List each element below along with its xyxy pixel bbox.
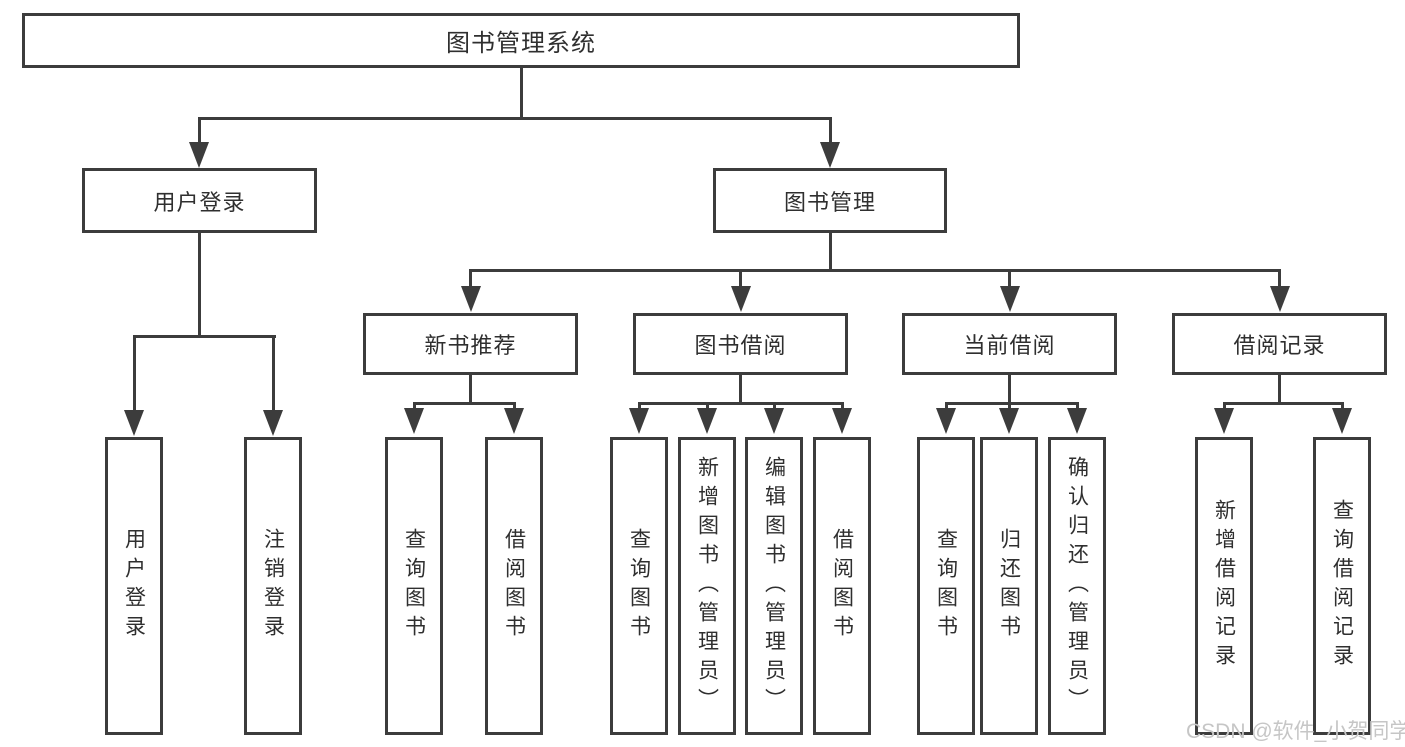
- leaf-query-borrow-record-label: 查询借阅记录: [1330, 499, 1354, 673]
- leaf-add-books-admin-label: 新增图书（管理员）: [695, 455, 719, 717]
- node-new-book-rec: 新书推荐: [363, 313, 578, 375]
- connector-user-login-stem: [197, 117, 201, 145]
- node-borrow-records: 借阅记录: [1172, 313, 1387, 375]
- arrow-cb-leaf1: [936, 408, 956, 434]
- arrow-to-newbook: [460, 286, 481, 312]
- node-borrow-records-label: 借阅记录: [1233, 333, 1326, 358]
- connector-level3-rail: [469, 269, 1281, 272]
- leaf-logout: 注销登录: [244, 437, 302, 735]
- leaf-confirm-return-admin-label: 确认归还（管理员）: [1065, 455, 1089, 717]
- connector-user-branch-drop: [197, 233, 201, 338]
- node-book-mgmt: 图书管理: [713, 168, 947, 233]
- leaf-edit-books-admin: 编辑图书（管理员）: [745, 437, 803, 735]
- arrow-br-leaf2: [1332, 408, 1352, 434]
- arrow-to-current: [999, 286, 1020, 312]
- node-user-login-label: 用户登录: [153, 189, 246, 215]
- leaf-user-login-label: 用户登录: [122, 528, 146, 644]
- leaf-add-borrow-record-label: 新增借阅记录: [1212, 499, 1236, 673]
- connector-current-stem: [1008, 269, 1011, 291]
- arrow-bb-leaf3: [764, 408, 784, 434]
- arrow-bb-leaf2: [697, 408, 717, 434]
- arrow-to-leaf-login: [124, 410, 144, 436]
- csdn-watermark: CSDN @软件_小贺同学: [1186, 720, 1405, 743]
- connector-current-rail: [944, 402, 1079, 405]
- leaf-query-books-1: 查询图书: [385, 437, 443, 735]
- leaf-edit-books-admin-label: 编辑图书（管理员）: [762, 455, 786, 717]
- arrow-br-leaf1: [1214, 408, 1234, 434]
- leaf-borrow-books-2-label: 借阅图书: [830, 528, 854, 644]
- connector-borrow-rail: [637, 402, 844, 405]
- node-current-borrow: 当前借阅: [902, 313, 1117, 375]
- arrow-bb-leaf1: [629, 408, 649, 434]
- connector-records-rail: [1222, 402, 1344, 405]
- node-new-book-rec-label: 新书推荐: [424, 333, 517, 358]
- connector-borrow-stem: [739, 269, 742, 291]
- arrow-to-leaf-logout: [263, 410, 283, 436]
- arrow-nb-leaf2: [504, 408, 524, 434]
- arrow-to-book-mgmt: [820, 142, 840, 168]
- leaf-borrow-books-1: 借阅图书: [485, 437, 543, 735]
- node-book-borrow: 图书借阅: [633, 313, 848, 375]
- leaf-return-books-label: 归还图书: [997, 528, 1021, 644]
- leaf-borrow-books-2: 借阅图书: [813, 437, 871, 735]
- connector-newbook-stem: [469, 269, 472, 291]
- leaf-return-books: 归还图书: [980, 437, 1038, 735]
- arrow-cb-leaf3: [1067, 408, 1087, 434]
- connector-user-branch-rail: [132, 335, 276, 338]
- connector-book-mgmt-stem: [828, 117, 832, 145]
- arrow-to-user-login: [189, 142, 209, 168]
- leaf-query-books-3-label: 查询图书: [934, 528, 958, 644]
- node-book-mgmt-label: 图书管理: [783, 189, 876, 215]
- connector-records-drop: [1278, 375, 1281, 405]
- connector-leaf-logout-stem: [271, 335, 275, 412]
- connector-newbook-rail: [412, 402, 516, 405]
- arrow-to-records: [1269, 286, 1290, 312]
- leaf-query-borrow-record: 查询借阅记录: [1313, 437, 1371, 735]
- leaf-query-books-2: 查询图书: [610, 437, 668, 735]
- connector-level2-rail: [197, 117, 832, 120]
- arrow-cb-leaf2: [999, 408, 1019, 434]
- connector-records-stem: [1278, 269, 1281, 291]
- leaf-confirm-return-admin: 确认归还（管理员）: [1048, 437, 1106, 735]
- connector-root-drop: [519, 68, 523, 120]
- leaf-add-borrow-record: 新增借阅记录: [1195, 437, 1253, 735]
- node-library-system: 图书管理系统: [22, 13, 1020, 68]
- leaf-query-books-1-label: 查询图书: [402, 528, 426, 644]
- leaf-user-login: 用户登录: [105, 437, 163, 735]
- connector-current-drop: [1008, 375, 1011, 405]
- leaf-borrow-books-1-label: 借阅图书: [502, 528, 526, 644]
- leaf-add-books-admin: 新增图书（管理员）: [678, 437, 736, 735]
- node-book-borrow-label: 图书借阅: [694, 333, 787, 358]
- leaf-query-books-2-label: 查询图书: [627, 528, 651, 644]
- connector-borrow-drop: [739, 375, 742, 405]
- leaf-query-books-3: 查询图书: [917, 437, 975, 735]
- node-library-system-label: 图书管理系统: [446, 30, 596, 57]
- node-user-login: 用户登录: [82, 168, 317, 233]
- arrow-bb-leaf4: [832, 408, 852, 434]
- arrow-nb-leaf1: [404, 408, 424, 434]
- connector-book-branch-drop: [828, 233, 832, 272]
- connector-leaf-login-stem: [132, 335, 136, 412]
- arrow-to-borrow: [730, 286, 751, 312]
- node-current-borrow-label: 当前借阅: [963, 333, 1056, 358]
- leaf-logout-label: 注销登录: [261, 528, 285, 644]
- connector-newbook-drop: [469, 375, 472, 405]
